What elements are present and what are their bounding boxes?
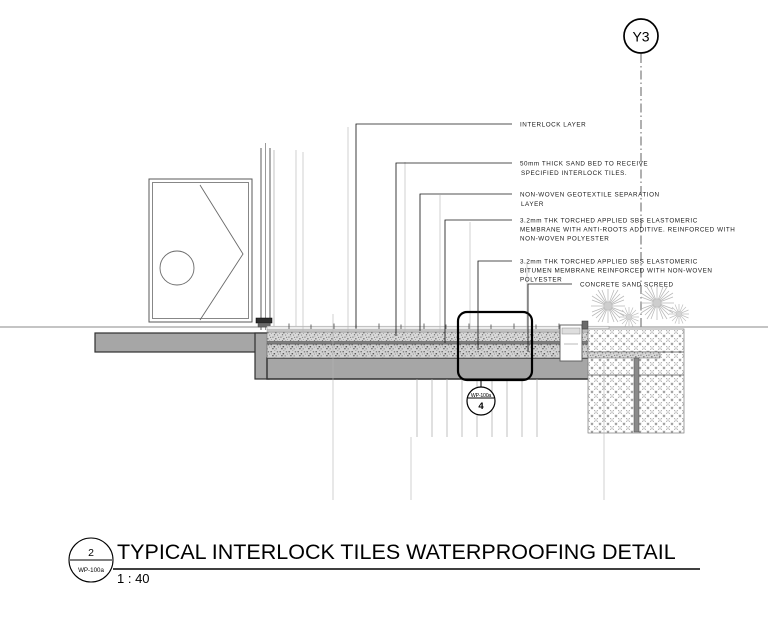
detail-highlight-box [456,310,534,382]
title-detail-number: 2 [88,547,94,559]
shrub-symbol-4 [668,303,690,325]
annotation-geotextile-line-2: LAYER [521,201,544,208]
detail-callout-bubble[interactable]: WP-100a 4 [466,380,496,416]
door-swing-indicator [199,184,244,321]
interlock-tile-layer [266,325,610,331]
callout-sheet-ref: WP-100a [471,393,492,399]
leader-sbs-antiroot [444,219,512,343]
callout-number: 4 [478,401,484,412]
concrete-sand-screed-layer [266,343,610,359]
sand-bed-layer [266,331,610,342]
threshold-plate [255,317,273,324]
threshold-bead [257,322,271,328]
interior-floor-slab [94,332,268,353]
annotation-sbs-antiroot-line-1: 3.2mm THK TORCHED APPLIED SBS ELASTOMERI… [520,218,698,225]
leader-interlock-layer [355,123,512,328]
door-threshold-detail [255,317,273,328]
annotation-sbs-antiroot-line-2: MEMBRANE WITH ANTI-ROOTS ADDITIVE. REINF… [520,227,735,234]
door-porthole-circle [159,250,195,286]
annotation-concrete-screed-line-1: CONCRETE SAND SCREED [580,282,674,289]
annotation-sbs-bitumen-line-3: POLYESTER [520,277,562,284]
leader-geotextile [419,193,512,331]
door-elevation-assembly [148,143,297,330]
annotation-leaders [355,123,572,352]
planter-kerb-edge [559,320,589,362]
annotation-interlock-layer-line-1: INTERLOCK LAYER [520,122,586,129]
shrub-symbol-2 [618,306,640,328]
title-detail-sheet-ref: WP-100a [78,567,104,574]
annotation-geotextile-line-1: NON-WOVEN GEOTEXTILE SEPARATION [520,192,660,199]
below-slab-section-lines [416,379,538,437]
shrub-symbol-1 [590,288,626,324]
leader-sand-bed [395,162,512,336]
waterproofing-buildup [266,323,610,359]
annotation-sand-bed-line-1: 50mm THICK SAND BED TO RECEIVE [520,161,648,168]
annotation-sbs-bitumen-line-1: 3.2mm THK TORCHED APPLIED SBS ELASTOMERI… [520,259,698,266]
leader-concrete-screed [527,283,572,352]
planter-drainage-layer [587,351,661,359]
shrub-symbol-3 [639,285,675,321]
door-frame-inner [152,182,249,319]
detail-title: TYPICAL INTERLOCK TILES WATERPROOFING DE… [117,540,676,564]
annotation-sand-bed-line-2: SPECIFIED INTERLOCK TILES. [521,170,627,177]
kerb-cap [561,327,581,335]
structural-deck-slab [266,357,635,433]
grid-bubble-circle [623,18,659,54]
planting-symbols [590,285,690,328]
detail-scale: 1 : 40 [117,571,150,586]
grid-bubble-label: Y3 [632,29,649,45]
vertical-reference-lines [302,127,605,500]
annotation-sbs-bitumen-line-2: BITUMEN MEMBRANE REINFORCED WITH NON-WOV… [520,268,712,275]
sbs-bitumen-membrane-layer [266,341,610,345]
planter-soil-fill [587,328,685,434]
grid-bubble-y3: Y3 [623,18,659,330]
annotation-sbs-antiroot-line-3: NON-WOVEN POLYESTER [520,236,609,243]
membrane-turnup-vertical [633,357,640,433]
kerb-flashing [581,320,589,330]
annotation-text-group: INTERLOCK LAYER 50mm THICK SAND BED TO R… [520,122,735,289]
leader-sbs-bitumen [477,260,512,350]
title-block: 2 WP-100a TYPICAL INTERLOCK TILES WATERP… [68,537,700,586]
callout-circle [466,386,496,416]
geotextile-separation-layer [266,329,610,333]
